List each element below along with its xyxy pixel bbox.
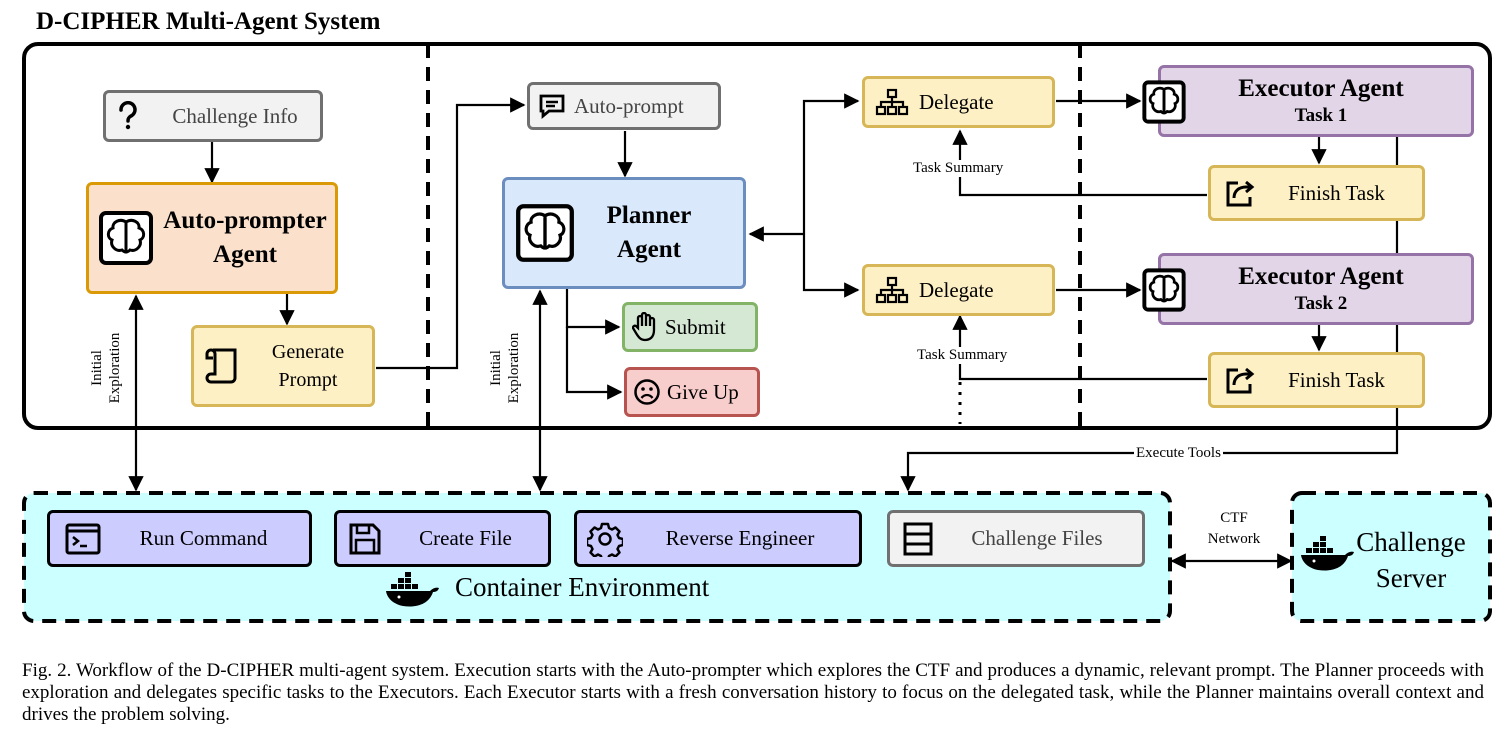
- figure-caption: Fig. 2. Workflow of the D-CIPHER multi-a…: [22, 660, 1484, 725]
- run-command-tool: Run Command: [47, 510, 312, 567]
- share-icon: [1211, 178, 1269, 208]
- delegate-node-2: Delegate: [862, 264, 1055, 316]
- auto-prompter-agent-label: Auto-prompter Agent: [163, 207, 327, 268]
- brain-icon: [89, 210, 163, 266]
- hierarchy-icon: [865, 88, 919, 116]
- challenge-files-label: Challenge Files: [971, 526, 1103, 550]
- floppy-icon: [337, 522, 393, 556]
- question-icon: [106, 101, 150, 131]
- executor-agent-node-1: Executor Agent Task 1: [1142, 65, 1474, 137]
- delegate-label-2: Delegate: [919, 277, 994, 302]
- sad-face-icon: [627, 378, 667, 406]
- generate-prompt-node: Generate Prompt: [191, 325, 375, 407]
- finish-task-label-1: Finish Task: [1288, 180, 1385, 205]
- brain-icon: [1142, 80, 1186, 129]
- create-file-label: Create File: [419, 526, 512, 550]
- executor-agent-label-1: Executor Agent: [1238, 75, 1404, 102]
- finish-task-label-2: Finish Task: [1288, 367, 1385, 392]
- docker-icon: [1299, 534, 1355, 579]
- reverse-engineer-label: Reverse Engineer: [665, 526, 815, 550]
- planner-agent-label: Planner Agent: [606, 202, 692, 263]
- initial-exploration-label-1: Initial Exploration: [89, 332, 123, 404]
- finish-task-node-1: Finish Task: [1208, 165, 1425, 221]
- create-file-tool: Create File: [334, 510, 551, 567]
- submit-node: Submit: [622, 302, 758, 352]
- docker-icon: [384, 570, 440, 615]
- submit-label: Submit: [665, 314, 726, 339]
- scroll-icon: [194, 346, 250, 386]
- execute-tools-label: Execute Tools: [1134, 445, 1223, 462]
- planner-agent-node: Planner Agent: [502, 177, 746, 289]
- terminal-icon: [50, 523, 116, 555]
- gear-icon: [577, 521, 633, 557]
- executor-task-label-1: Task 1: [1294, 105, 1348, 126]
- system-frame: [22, 42, 1492, 430]
- ctf-network-label: CTF Network: [1207, 510, 1261, 547]
- brain-icon: [1142, 268, 1186, 317]
- delegate-label-1: Delegate: [919, 89, 994, 114]
- chat-icon: [530, 93, 574, 119]
- run-command-label: Run Command: [139, 526, 268, 550]
- challenge-files-tool: Challenge Files: [887, 510, 1145, 567]
- challenge-info-node: Challenge Info: [103, 90, 323, 142]
- share-icon: [1211, 365, 1269, 395]
- initial-exploration-label-2: Initial Exploration: [488, 332, 522, 404]
- executor-agent-node-2: Executor Agent Task 2: [1142, 253, 1474, 325]
- container-environment-label: Container Environment: [455, 572, 710, 602]
- generate-prompt-label: Generate Prompt: [271, 341, 345, 391]
- executor-agent-label-2: Executor Agent: [1238, 263, 1404, 290]
- task-summary-label-1: Task Summary: [913, 160, 1004, 177]
- challenge-info-label: Challenge Info: [172, 103, 298, 128]
- hand-icon: [625, 312, 665, 342]
- task-summary-label-2: Task Summary: [917, 347, 1008, 364]
- diagram-title: D-CIPHER Multi-Agent System: [36, 8, 381, 35]
- give-up-label: Give Up: [667, 379, 739, 404]
- delegate-node-1: Delegate: [862, 76, 1055, 128]
- reverse-engineer-tool: Reverse Engineer: [574, 510, 862, 567]
- executor-task-label-2: Task 2: [1294, 293, 1348, 314]
- auto-prompter-agent-node: Auto-prompter Agent: [86, 182, 338, 294]
- finish-task-node-2: Finish Task: [1208, 352, 1425, 408]
- auto-prompt-label: Auto-prompt: [574, 93, 684, 118]
- auto-prompt-node: Auto-prompt: [527, 82, 721, 130]
- give-up-node: Give Up: [624, 367, 760, 417]
- hierarchy-icon: [865, 276, 919, 304]
- drawer-icon: [890, 522, 946, 556]
- brain-icon: [505, 203, 585, 263]
- challenge-server-label: Challenge Server: [1356, 527, 1466, 593]
